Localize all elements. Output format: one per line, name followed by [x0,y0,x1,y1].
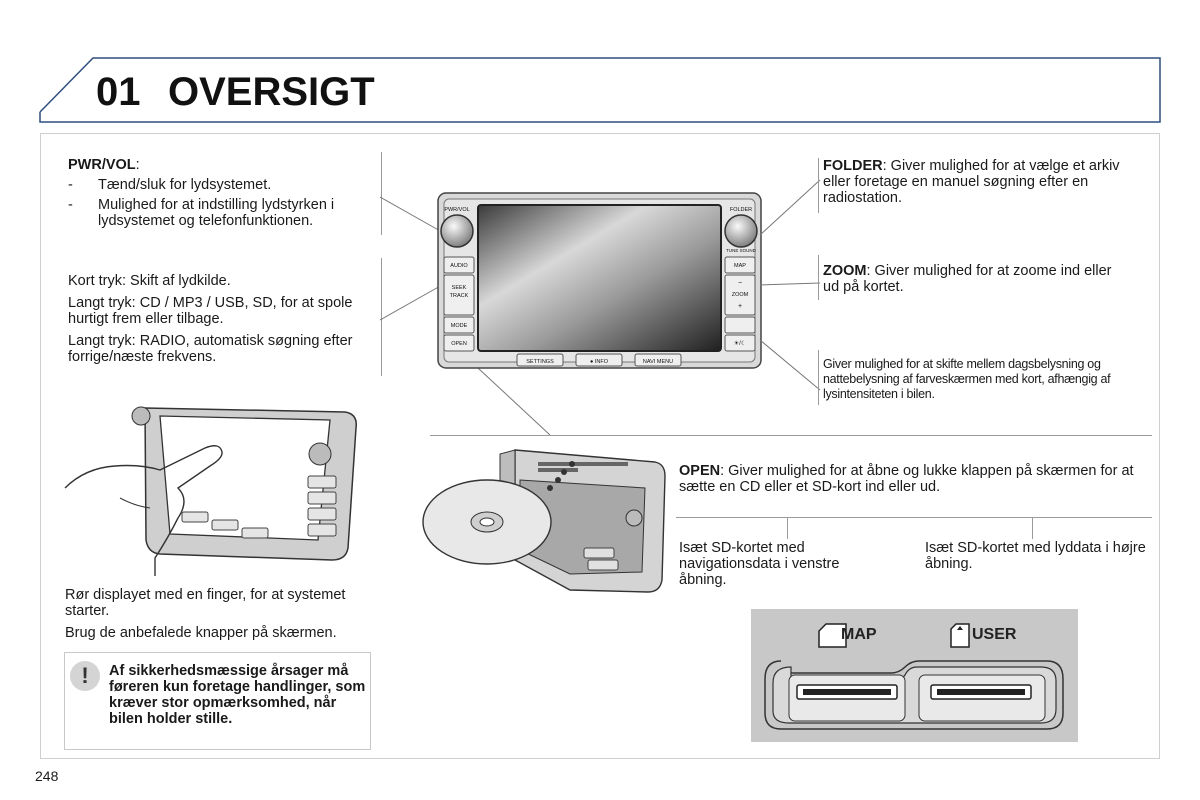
day-night-text: Giver mulighed for at skifte mellem dags… [823,357,1111,401]
zoom-section: ZOOM: Giver mulighed for at zoome ind el… [823,263,1128,295]
warning-box: ! Af sikkerhedsmæssige årsager må førere… [64,652,371,750]
folder-label: FOLDER [823,158,883,174]
page-number: 248 [35,768,59,784]
sd-slots-illustration [764,623,1064,730]
folder-button-label: FOLDER [730,207,752,213]
list-item: Mulighed for at indstilling lydstyrken i… [68,197,368,229]
zoom-minus-label: − [738,280,742,287]
audio-button-label: AUDIO [450,263,468,269]
pwr-vol-button-label: PWR/VOL [444,207,469,213]
pwr-vol-title: PWR/VOL [68,157,136,173]
folder-text: : Giver mulighed for at vælge et arkiv e… [823,158,1120,206]
sd-right-text: Isæt SD-kortet med lyddata i højre åbnin… [925,540,1146,572]
pwr-vol-section: PWR/VOL: Tænd/sluk for lydsystemet. Muli… [68,157,368,233]
navi-menu-button-label: NAVI MENU [643,359,673,365]
header-banner [39,57,1161,123]
zoom-plus-label: + [738,303,742,310]
divider [818,158,819,213]
settings-button-label: SETTINGS [526,359,554,365]
touch-screen-illustration [64,406,358,576]
audio-long-press-radio: Langt tryk: RADIO, automatisk søgning ef… [68,333,353,365]
audio-section: Kort tryk: Skift af lydkilde. Langt tryk… [68,273,363,365]
open-label: OPEN [679,463,721,479]
divider [430,435,1152,436]
mode-button-label: MODE [451,323,468,329]
exclamation-icon: ! [70,661,100,691]
touch-section: Rør displayet med en finger, for at syst… [65,587,355,641]
touch-line: Brug de anbefalede knapper på skærmen. [65,625,337,641]
open-button-label: OPEN [451,341,467,347]
divider [818,350,819,405]
zoom-label: ZOOM [823,263,867,279]
head-unit-illustration: PWR/VOL AUDIO SEEK TRACK MODE OPEN FOLDE… [380,192,762,435]
divider [676,517,1152,518]
audio-short-press: Kort tryk: Skift af lydkilde. [68,273,231,289]
page-title: OVERSIGT [168,70,375,114]
pwr-vol-colon: : [135,157,140,173]
map-button-label: MAP [734,263,746,269]
open-section: OPEN: Giver mulighed for at åbne og lukk… [679,463,1151,495]
tune-sound-label: TUNE SOUND [726,248,757,253]
chapter-number: 01 [96,70,141,114]
divider [818,255,819,300]
callout-lines-right [759,179,821,391]
seek-button-label: SEEK [452,285,467,291]
list-item: Tænd/sluk for lydsystemet. [68,177,368,193]
user-slot-label: USER [972,626,1017,643]
map-slot-label: MAP [841,626,877,643]
zoom-button-label: ZOOM [732,292,749,298]
open-text: : Giver mulighed for at åbne og lukke kl… [679,463,1134,495]
sd-left-text: Isæt SD-kortet med navigationsdata i ven… [679,540,840,588]
divider [381,152,382,235]
warning-text: Af sikkerhedsmæssige årsager må føreren … [109,663,366,727]
touch-line: Rør displayet med en finger, for at syst… [65,587,346,619]
track-button-label: TRACK [450,293,469,299]
zoom-text: : Giver mulighed for at zoome ind eller … [823,263,1112,295]
audio-long-press-cd: Langt tryk: CD / MP3 / USB, SD, for at s… [68,295,353,327]
content-frame [40,133,1160,759]
info-button-label: ● INFO [590,359,609,365]
day-night-button-label: ☀/☾ [734,340,746,347]
divider [787,517,788,539]
folder-section: FOLDER: Giver mulighed for at vælge et a… [823,158,1128,206]
divider [1032,517,1033,539]
divider [381,258,382,376]
cd-slot-illustration [422,449,666,593]
